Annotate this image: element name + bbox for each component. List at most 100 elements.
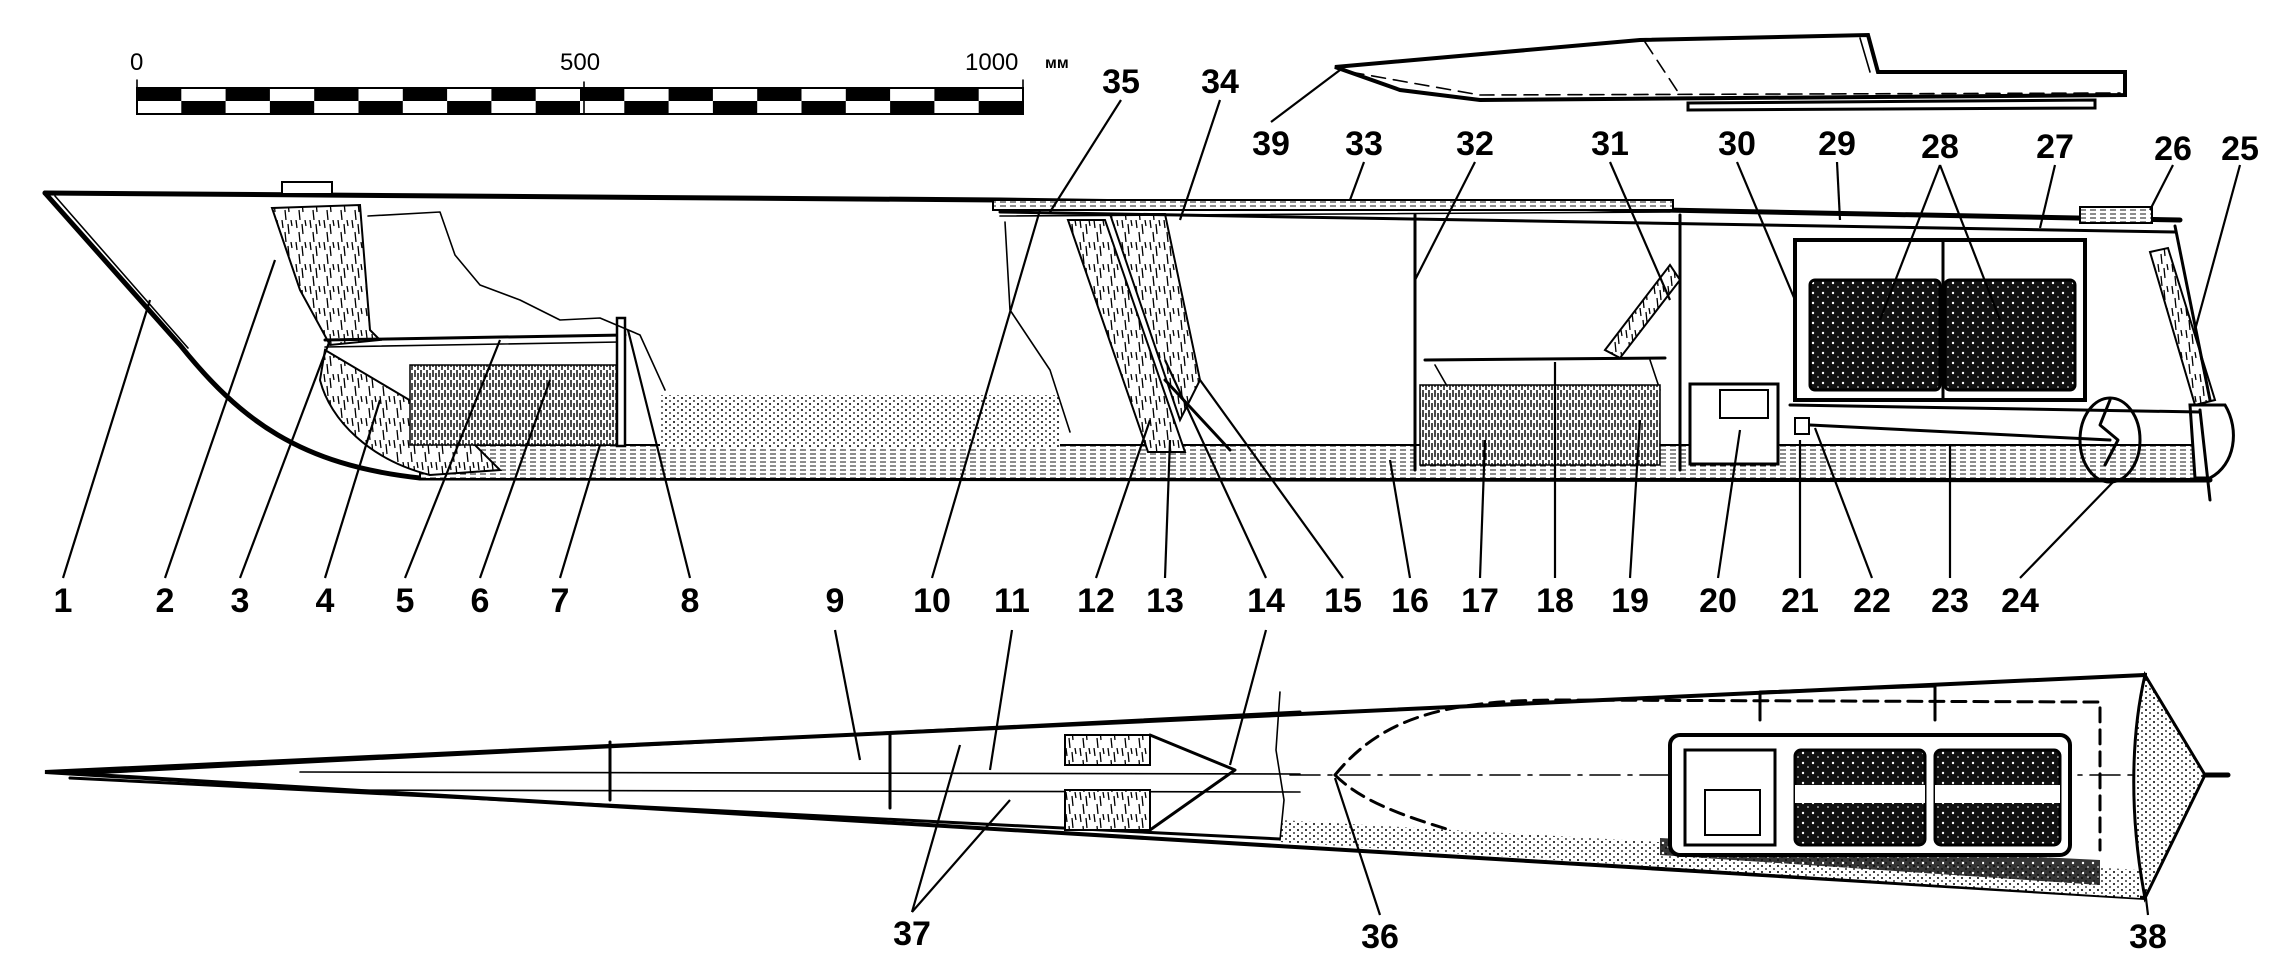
callout-21: 21	[1781, 582, 1819, 620]
scale-cell	[181, 101, 226, 114]
leader-line-16	[1388, 459, 1412, 579]
callout-4: 4	[316, 582, 335, 620]
callout-31: 31	[1591, 125, 1629, 163]
callout-32: 32	[1456, 125, 1494, 163]
deck-stringer-33	[992, 199, 1674, 211]
callout-35: 35	[1102, 63, 1140, 101]
leader-line-31	[1608, 161, 1672, 301]
leader-line-20	[1716, 429, 1742, 579]
callout-28: 28	[1921, 128, 1959, 166]
callout-27: 27	[2036, 128, 2074, 166]
leader-line-22	[1813, 427, 1874, 579]
scale-cell	[314, 88, 359, 101]
leader-line-36	[1333, 777, 1382, 916]
scale-tick-0: 0	[130, 49, 143, 76]
callout-38: 38	[2129, 918, 2167, 956]
callout-18: 18	[1536, 582, 1574, 620]
side-section-view	[42, 181, 2235, 502]
scale-tick-500: 500	[560, 49, 600, 76]
callout-3: 3	[231, 582, 250, 620]
leader-line-39	[1270, 69, 1341, 123]
leader-line-27	[2038, 164, 2057, 229]
callout-39: 39	[1252, 125, 1290, 163]
transom-brace	[2148, 246, 2217, 407]
callout-2: 2	[156, 582, 175, 620]
scale-cell	[402, 88, 448, 101]
transom-plan	[2132, 671, 2207, 903]
diagonal-frame-front	[1066, 219, 1187, 453]
callout-9: 9	[826, 582, 845, 620]
leader-line-1	[61, 299, 152, 579]
leader-line-29	[1835, 161, 1842, 221]
scale-cell	[845, 88, 891, 101]
leader-line-5	[403, 339, 502, 579]
leader-line-26	[2149, 164, 2174, 211]
bow-keel-line	[42, 190, 423, 481]
leader-line-10	[930, 209, 1042, 579]
leader-line-37	[910, 744, 962, 913]
scale-cells	[137, 88, 1023, 114]
leader-line-35	[1049, 99, 1122, 213]
callout-16: 16	[1391, 582, 1429, 620]
leader-line-24	[2019, 479, 2116, 579]
scale-cell	[491, 88, 536, 101]
leader-line-3	[238, 339, 332, 579]
scale-cell	[978, 101, 1023, 114]
leader-line-28	[1938, 164, 2002, 321]
leader-line-6	[478, 379, 552, 579]
leader-line-32	[1414, 161, 1476, 281]
leader-line-17	[1478, 439, 1487, 579]
scale-cell	[225, 88, 270, 101]
scale-cell	[580, 88, 625, 101]
callout-17: 17	[1461, 582, 1499, 620]
callout-13: 13	[1146, 582, 1184, 620]
callout-7: 7	[551, 582, 570, 620]
leader-line-30	[1735, 161, 1797, 301]
leader-line-11	[988, 629, 1014, 771]
battery-right	[1943, 278, 2077, 392]
bow-block	[270, 203, 383, 347]
scale-cell	[757, 88, 802, 101]
leader-line-14	[1228, 629, 1268, 766]
callout-1: 1	[54, 582, 73, 620]
leader-line-7	[558, 444, 602, 579]
plan-view	[44, 671, 2231, 903]
leader-line-33	[1348, 161, 1366, 201]
top-elevation-view	[1334, 32, 2127, 112]
scale-cell	[668, 88, 713, 101]
scale-cell	[137, 88, 182, 101]
scale-cell	[269, 101, 315, 114]
leader-lines	[61, 69, 2242, 916]
scale-cell	[358, 101, 403, 114]
callout-11: 11	[994, 582, 1030, 620]
callout-30: 30	[1718, 125, 1756, 163]
leader-line-4	[323, 399, 382, 579]
callout-23: 23	[1931, 582, 1969, 620]
callout-26: 26	[2154, 130, 2192, 168]
rudder	[2188, 403, 2235, 480]
bottom-plank	[419, 444, 2211, 480]
deck-fitting-bow	[281, 181, 333, 195]
deck-fitting-stern	[2079, 206, 2153, 224]
scale-tick-1000: 1000	[965, 49, 1018, 76]
scale-unit: мм	[1045, 55, 1069, 72]
leader-line-25	[2193, 164, 2242, 331]
foam-block-bow	[409, 364, 623, 446]
callout-14: 14	[1247, 582, 1285, 620]
callout-33: 33	[1345, 125, 1383, 163]
scale-cell	[624, 101, 669, 114]
leader-line-13	[1163, 439, 1172, 579]
scale-cell	[712, 101, 758, 114]
leader-line-9	[833, 629, 862, 761]
scale-cell	[801, 101, 846, 114]
scale-cell	[934, 88, 979, 101]
callout-22: 22	[1853, 582, 1891, 620]
callout-5: 5	[396, 582, 415, 620]
scale-bar: 0 500 1000 мм	[130, 49, 1069, 115]
propeller	[2078, 396, 2142, 484]
scale-cell	[447, 101, 492, 114]
callout-34: 34	[1201, 63, 1239, 101]
callout-24: 24	[2001, 582, 2039, 620]
callout-20: 20	[1699, 582, 1737, 620]
